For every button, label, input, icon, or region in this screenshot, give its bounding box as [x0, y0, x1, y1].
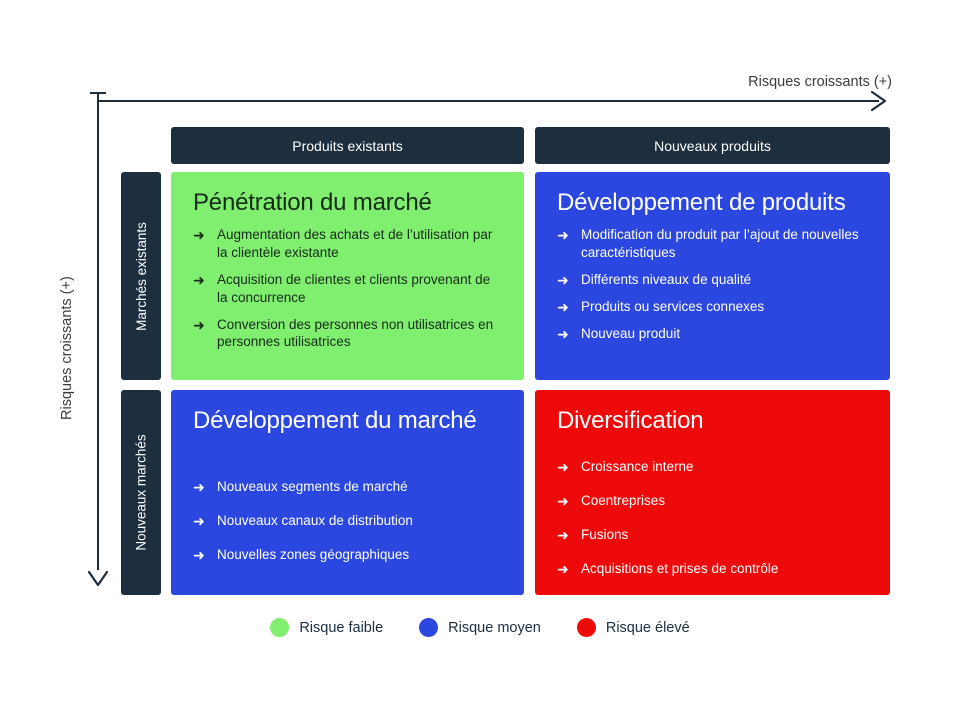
legend-item-high-risk: Risque élevé [576, 618, 690, 637]
list-item-label: Différents niveaux de qualité [581, 272, 752, 288]
arrow-bullet-icon: ➜ [193, 479, 205, 496]
list-item-label: Coentreprises [581, 493, 666, 509]
list-item: ➜ Produits ou services connexes [557, 298, 868, 316]
horizontal-axis-line [97, 100, 879, 102]
list-item: ➜ Nouveau produit [557, 325, 868, 343]
arrow-bullet-icon: ➜ [557, 493, 569, 510]
list-item: ➜ Fusions [557, 526, 868, 544]
list-item-label: Acquisitions et prises de contrôle [581, 560, 779, 576]
column-header-label: Nouveaux produits [654, 137, 771, 154]
row-header-label: Marchés existants [133, 221, 149, 331]
list-item-label: Conversion des personnes non utilisatric… [217, 316, 494, 350]
arrow-bullet-icon: ➜ [193, 547, 205, 564]
arrow-bullet-icon: ➜ [193, 513, 205, 530]
arrow-bullet-icon: ➜ [557, 459, 569, 476]
row-header-new-markets: Nouveaux marchés [121, 390, 161, 595]
list-item-label: Produits ou services connexes [581, 298, 765, 314]
legend: Risque faible Risque moyen Risque élevé [0, 618, 960, 637]
list-item: ➜ Nouvelles zones géographiques [193, 546, 502, 564]
legend-item-medium-risk: Risque moyen [419, 618, 541, 637]
legend-color-swatch-icon [576, 618, 596, 637]
quadrant-bullet-list: ➜ Nouveaux segments de marché ➜ Nouveaux… [193, 478, 502, 563]
legend-item-label: Risque élevé [605, 619, 690, 636]
vertical-axis-line [97, 92, 99, 570]
quadrant-title: Diversification [557, 407, 704, 434]
list-item-label: Nouveaux canaux de distribution [217, 513, 413, 529]
legend-item-label: Risque faible [299, 619, 384, 636]
quadrant-bullet-list: ➜ Augmentation des achats et de l’utilis… [193, 226, 502, 351]
quadrant-title: Développement du marché [193, 407, 477, 434]
arrow-bullet-icon: ➜ [557, 298, 569, 315]
legend-item-low-risk: Risque faible [270, 618, 383, 637]
quadrant-market-penetration: Pénétration du marché ➜ Augmentation des… [171, 172, 524, 380]
row-header-label: Nouveaux marchés [133, 434, 149, 551]
list-item: ➜ Croissance interne [557, 458, 868, 476]
legend-item-label: Risque moyen [448, 619, 541, 636]
list-item-label: Nouvelles zones géographiques [217, 547, 410, 563]
arrow-bullet-icon: ➜ [557, 272, 569, 289]
quadrant-market-development: Développement du marché ➜ Nouveaux segme… [171, 390, 524, 595]
list-item: ➜ Augmentation des achats et de l’utilis… [193, 226, 502, 262]
column-header-label: Produits existants [292, 137, 403, 154]
quadrant-bullet-list: ➜ Modification du produit par l’ajout de… [557, 226, 868, 342]
list-item-label: Croissance interne [581, 459, 694, 475]
arrow-bullet-icon: ➜ [193, 272, 205, 289]
list-item-label: Fusions [581, 527, 629, 543]
quadrant-bullet-list: ➜ Croissance interne ➜ Coentreprises ➜ F… [557, 458, 868, 577]
horizontal-axis-label: Risques croissants (+) [748, 74, 892, 90]
list-item: ➜ Nouveaux canaux de distribution [193, 512, 502, 530]
legend-color-swatch-icon [419, 618, 439, 637]
arrow-right-icon [866, 87, 894, 115]
list-item-label: Augmentation des achats et de l’utilisat… [217, 227, 493, 261]
vertical-axis-label: Risques croissants (+) [59, 276, 75, 420]
row-header-existing-markets: Marchés existants [121, 172, 161, 380]
list-item: ➜ Conversion des personnes non utilisatr… [193, 316, 502, 352]
list-item-label: Nouveau produit [581, 325, 681, 341]
arrow-bullet-icon: ➜ [557, 227, 569, 244]
arrow-bullet-icon: ➜ [557, 325, 569, 342]
list-item-label: Nouveaux segments de marché [217, 479, 408, 495]
list-item: ➜ Coentreprises [557, 492, 868, 510]
list-item: ➜ Acquisition de clientes et clients pro… [193, 271, 502, 307]
quadrant-diversification: Diversification ➜ Croissance interne ➜ C… [535, 390, 890, 595]
quadrant-product-development: Développement de produits ➜ Modification… [535, 172, 890, 380]
legend-color-swatch-icon [270, 618, 290, 637]
quadrant-title: Développement de produits [557, 189, 846, 216]
list-item: ➜ Modification du produit par l’ajout de… [557, 226, 868, 262]
list-item: ➜ Différents niveaux de qualité [557, 271, 868, 289]
column-header-new-products: Nouveaux produits [535, 127, 890, 164]
arrow-bullet-icon: ➜ [193, 227, 205, 244]
list-item: ➜ Nouveaux segments de marché [193, 478, 502, 496]
arrow-bullet-icon: ➜ [557, 560, 569, 577]
arrow-bullet-icon: ➜ [557, 527, 569, 544]
arrow-down-icon [84, 562, 112, 592]
quadrant-title: Pénétration du marché [193, 189, 432, 216]
column-header-existing-products: Produits existants [171, 127, 524, 164]
list-item-label: Modification du produit par l’ajout de n… [581, 227, 859, 261]
list-item-label: Acquisition de clientes et clients prove… [217, 272, 491, 305]
arrow-bullet-icon: ➜ [193, 316, 205, 333]
list-item: ➜ Acquisitions et prises de contrôle [557, 560, 868, 578]
